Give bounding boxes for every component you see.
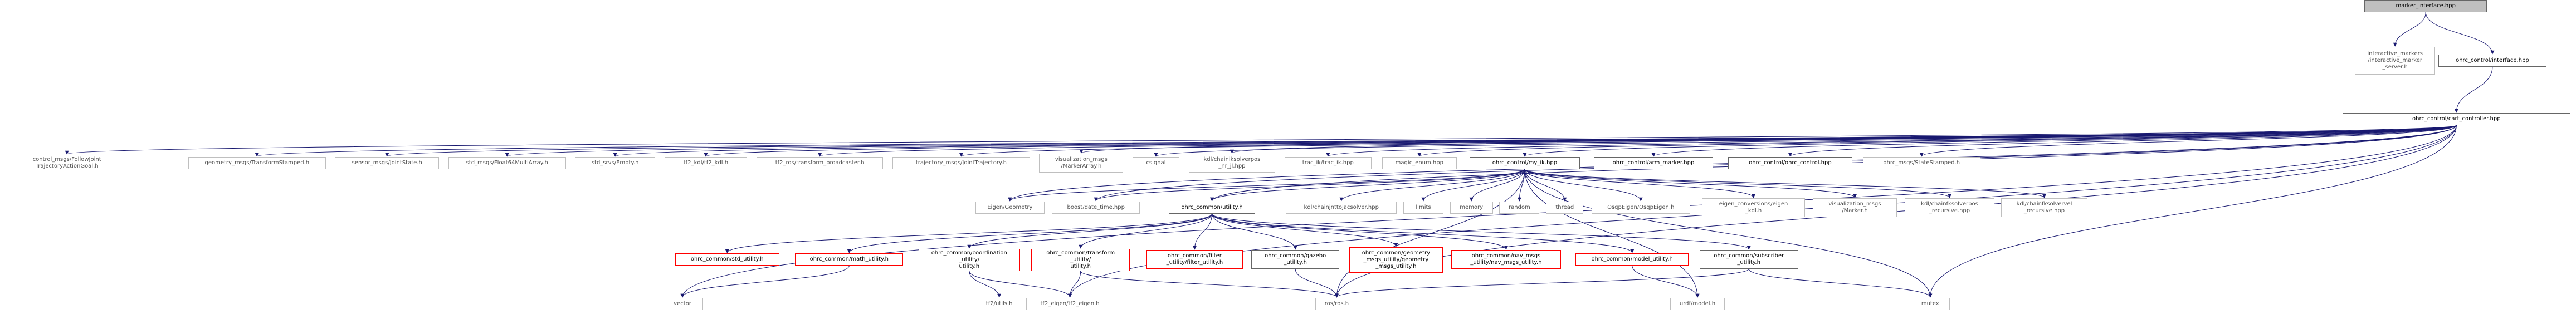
node-tfstamped: geometry_msgs/TransformStamped.h [188, 157, 326, 169]
node-transform[interactable]: ohrc_common/transform _utility/ utility.… [1031, 249, 1130, 271]
edge-myik-to-vizmarker [1524, 169, 1857, 198]
node-chainjnt: kdl/chainjnttojacsolver.hpp [1286, 202, 1397, 214]
edge-model-to-urdf [1632, 265, 1700, 298]
node-magic: magic_enum.hpp [1382, 157, 1457, 169]
node-gazebo[interactable]: ohrc_common/gazebo _utility.h [1251, 250, 1340, 269]
edge-subscriber-to-rosh [1335, 268, 1749, 298]
edge-utility-to-coord [967, 213, 1213, 249]
edge-myik-to-chainfkvel [1524, 169, 2046, 198]
edge-coord-to-tf2eigen [969, 271, 1072, 298]
node-marker-interface[interactable]: marker_interface.hpp [2364, 0, 2487, 12]
edge-transform-to-tf2eigen [1068, 271, 1081, 298]
edge-gazebo-to-rosh [1295, 268, 1339, 298]
node-cart[interactable]: ohrc_control/cart_controller.hpp [2342, 113, 2570, 125]
edge-mathutil-to-vector [680, 265, 850, 298]
edge-myik-to-utility [1210, 169, 1525, 202]
edge-cart-to-mutex [1928, 125, 2457, 298]
node-ohrcctrl[interactable]: ohrc_control/ohrc_control.hpp [1728, 157, 1852, 169]
edge-myik-to-memory [1469, 169, 1525, 202]
edge-myik-to-eigconv [1524, 169, 1755, 198]
node-filter[interactable]: ohrc_common/filter _utility/filter_utili… [1146, 250, 1243, 269]
edge-marker_interface-to-interface [2425, 12, 2495, 55]
node-tfbroad: tf2_ros/transform_broadcaster.h [756, 157, 884, 169]
node-chainfkvel: kdl/chainfksolvervel _recursive.hpp [2001, 198, 2088, 217]
node-tf2utils: tf2/utils.h [972, 298, 1026, 310]
node-im-server: interactive_markers /interactive_marker … [2355, 47, 2435, 75]
node-random: random [1499, 202, 1540, 214]
edge-cart-to-csignal [1154, 125, 2457, 157]
node-osqp: OsqpEigen/OsqpEigen.h [1591, 202, 1690, 214]
node-eigeom: Eigen/Geometry [975, 202, 1045, 214]
node-vector: vector [661, 298, 704, 310]
node-memory: memory [1450, 202, 1493, 214]
node-chainik: kdl/chainiksolverpos _nr_jl.hpp [1188, 154, 1276, 173]
node-csignal: csignal [1133, 157, 1179, 169]
edge-cart-to-follow [65, 125, 2457, 155]
node-model[interactable]: ohrc_common/model_utility.h [1575, 253, 1689, 266]
edge-cart-to-vizarr [1080, 125, 2457, 154]
edge-cart-to-float64 [505, 125, 2457, 157]
edge-cart-to-ohrcctrl [1788, 125, 2457, 157]
node-eigconv: eigen_conversions/eigen _kdl.h [1702, 198, 1805, 217]
node-coord[interactable]: ohrc_common/coordination _utility/ utili… [918, 249, 1020, 271]
edge-cart-to-magic [1417, 125, 2457, 157]
node-tf2eigen: tf2_eigen/tf2_eigen.h [1026, 298, 1114, 310]
edge-transform-to-rosh [1080, 271, 1339, 298]
node-follow: control_msgs/FollowJoint TrajectoryActio… [6, 155, 129, 171]
edge-cart-to-armmarker [1651, 125, 2457, 157]
node-tracik: trac_ik/trac_ik.hpp [1285, 157, 1372, 169]
edge-marker_interface-to-im_server [2393, 12, 2426, 47]
node-mutex: mutex [1911, 298, 1950, 310]
edge-utility-to-navmsgs [1212, 213, 1508, 250]
edge-utility-to-geometry [1212, 213, 1398, 247]
edge-cart-to-myik [1523, 125, 2457, 157]
edge-interface-to-cart [2454, 66, 2493, 113]
node-jtraj: trajectory_msgs/JointTrajectory.h [892, 157, 1030, 169]
edge-myik-to-mutex [1524, 169, 1933, 298]
node-datetime: boost/date_time.hpp [1052, 202, 1140, 214]
node-interface[interactable]: ohrc_control/interface.hpp [2438, 55, 2546, 67]
node-empty: std_srvs/Empty.h [575, 157, 655, 169]
edge-myik-to-rosh [1334, 169, 1525, 298]
edge-cart-to-chainik [1230, 125, 2457, 154]
node-geometry[interactable]: ohrc_common/geometry _msgs_utility/geome… [1349, 247, 1443, 273]
edge-myik-to-thread [1524, 169, 1567, 202]
edge-coord-to-tf2utils [969, 271, 1002, 298]
edge-myik-to-limits [1421, 169, 1525, 202]
edge-cart-to-statestamped [1919, 125, 2457, 157]
edge-utility-to-transform [1079, 213, 1213, 249]
edge-utility-to-subscriber [1212, 213, 1751, 250]
edge-myik-to-datetime [1094, 169, 1525, 202]
node-limits: limits [1403, 202, 1443, 214]
edge-subscriber-to-mutex [1748, 268, 1933, 298]
node-tf2kdl: tf2_kdl/tf2_kdl.h [664, 157, 748, 169]
edge-utility-to-mathutil [847, 213, 1213, 253]
edge-myik-to-osqp [1524, 169, 1643, 202]
node-urdf: urdf/model.h [1670, 298, 1725, 310]
edge-myik-to-urdf [1524, 169, 1700, 298]
node-jointstate: sensor_msgs/JointState.h [335, 157, 440, 169]
edge-utility-to-filter [1192, 213, 1213, 250]
node-mathutil[interactable]: ohrc_common/math_utility.h [795, 253, 904, 266]
node-statestamped: ohrc_msgs/StateStamped.h [1862, 157, 1980, 169]
edge-utility-to-model [1212, 213, 1635, 253]
node-navmsgs[interactable]: ohrc_common/nav_msgs _utility/nav_msgs_u… [1451, 250, 1561, 269]
node-float64: std_msgs/Float64MultiArray.h [448, 157, 566, 169]
edge-myik-to-chainjnt [1339, 169, 1525, 202]
node-subscriber[interactable]: ohrc_common/subscriber _utility.h [1699, 250, 1798, 269]
node-vizmarker: visualization_msgs /Marker.h [1813, 198, 1897, 217]
edge-myik-to-chainfk [1524, 169, 1951, 198]
node-vizarr: visualization_msgs /MarkerArray.h [1039, 154, 1124, 173]
node-rosh: ros/ros.h [1315, 298, 1358, 310]
edge-utility-to-stdutil [725, 213, 1213, 253]
node-myik[interactable]: ohrc_control/my_ik.hpp [1469, 157, 1580, 169]
edge-myik-to-eigeom [1008, 169, 1525, 202]
edge-utility-to-gazebo [1212, 213, 1297, 250]
node-thread: thread [1546, 202, 1584, 214]
node-stdutil[interactable]: ohrc_common/std_utility.h [675, 253, 779, 266]
node-utility[interactable]: ohrc_common/utility.h [1168, 202, 1256, 214]
node-chainfk: kdl/chainfksolverpos _recursive.hpp [1905, 198, 1994, 217]
node-armmarker[interactable]: ohrc_control/arm_marker.hpp [1594, 157, 1713, 169]
